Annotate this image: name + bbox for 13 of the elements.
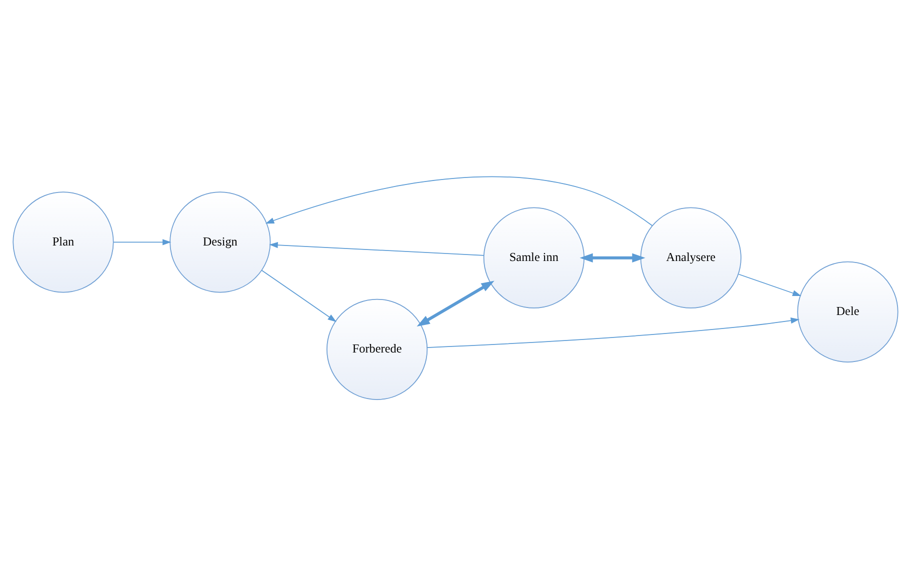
node-circle: Samle inn: [483, 207, 584, 308]
arrow: [261, 270, 336, 322]
arrow: [113, 239, 172, 246]
arrow: [738, 274, 802, 296]
arrow: [580, 253, 646, 262]
node-circle: Analysere: [640, 207, 742, 308]
arrow: [269, 242, 484, 256]
node-circle: Dele: [797, 261, 898, 362]
node-circle: Plan: [12, 192, 114, 293]
arrow: [426, 318, 800, 348]
arrow: [265, 176, 653, 226]
arrow: [416, 280, 494, 326]
node-circle: Design: [170, 192, 271, 293]
